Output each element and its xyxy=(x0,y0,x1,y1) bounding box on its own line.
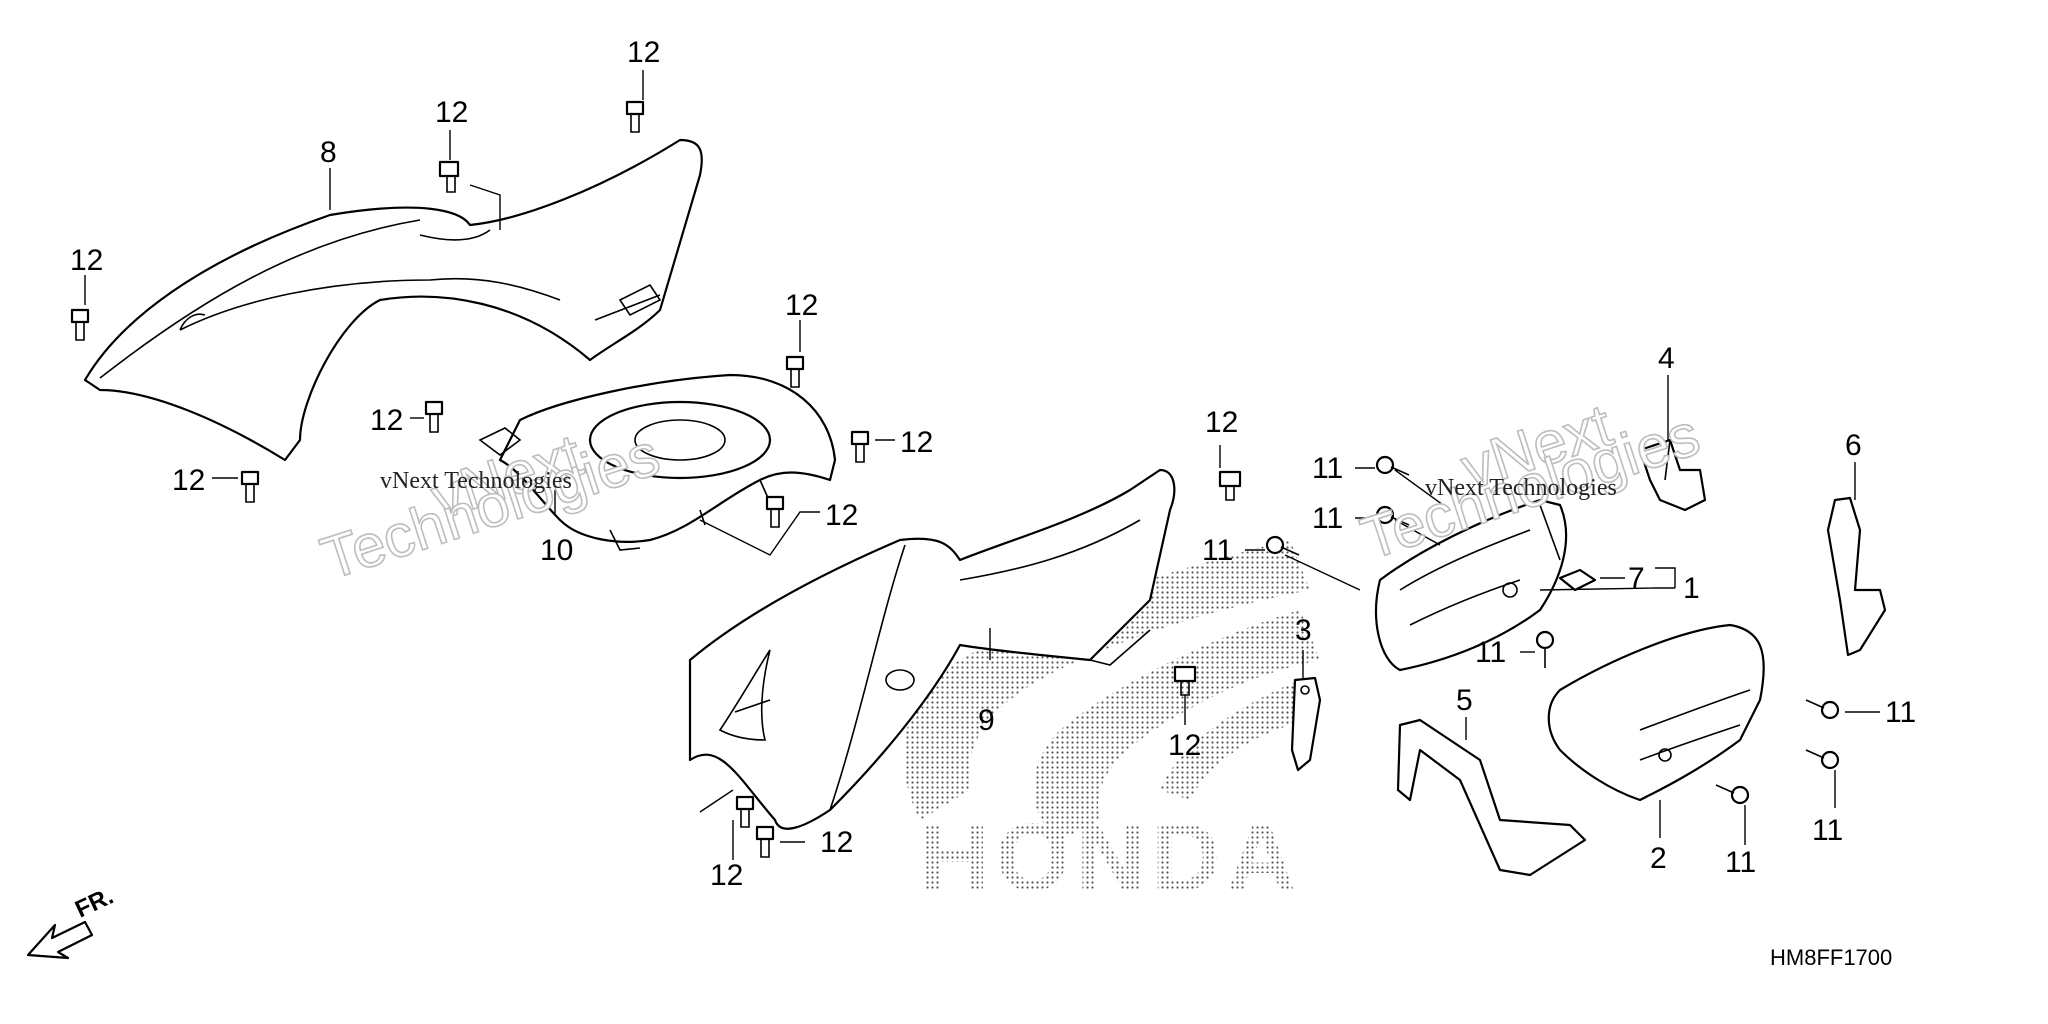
callout-12-e: 12 xyxy=(370,404,403,437)
honda-brand-mark: HONDA xyxy=(920,804,1302,911)
callout-numbers: 8 12 12 12 12 12 12 12 10 12 12 9 12 12 … xyxy=(70,36,1916,892)
front-direction-marker: FR. xyxy=(26,883,118,960)
diagram-code: HM8FF1700 xyxy=(1770,945,1892,970)
callout-12-h: 12 xyxy=(825,499,858,532)
callout-11-g: 11 xyxy=(1725,846,1756,879)
front-arrow-icon xyxy=(26,920,94,960)
callout-12-g: 12 xyxy=(900,426,933,459)
honda-wing-watermark: HONDA xyxy=(903,540,1320,911)
callout-2: 2 xyxy=(1650,842,1667,875)
callout-10: 10 xyxy=(540,534,573,567)
part-1-heat-guard xyxy=(1374,498,1568,672)
callout-12-c: 12 xyxy=(627,36,660,69)
part-4-bracket xyxy=(1638,438,1707,512)
callout-7: 7 xyxy=(1628,562,1645,595)
callout-8: 8 xyxy=(320,136,337,169)
callout-12-f: 12 xyxy=(172,464,205,497)
callout-12-j: 12 xyxy=(1168,729,1201,762)
fastener-bolts xyxy=(1265,455,1840,805)
callout-11-b: 11 xyxy=(1312,502,1343,535)
part-6-bracket xyxy=(1826,496,1887,657)
watermark-text-right: vNext Technologies xyxy=(1425,475,1617,501)
callout-1: 1 xyxy=(1683,572,1700,605)
callout-12-a: 12 xyxy=(70,244,103,277)
callout-6: 6 xyxy=(1845,429,1862,462)
callout-4: 4 xyxy=(1658,342,1675,375)
callout-12-l: 12 xyxy=(820,826,853,859)
part-2-heat-guard xyxy=(1547,623,1765,802)
watermark-text-left: vNext Technologies xyxy=(380,468,572,494)
callout-12-d: 12 xyxy=(785,289,818,322)
callout-12-k: 12 xyxy=(710,859,743,892)
part-8-side-cover xyxy=(83,138,703,462)
part-9-main-cover xyxy=(688,468,1176,830)
part-7-pad xyxy=(1558,568,1597,592)
callout-11-f: 11 xyxy=(1812,814,1843,847)
callout-3: 3 xyxy=(1295,614,1312,647)
front-marker-label: FR. xyxy=(71,883,117,924)
leader-lines xyxy=(84,70,1880,860)
part-10-tank-cover xyxy=(478,373,837,551)
callout-5: 5 xyxy=(1456,684,1473,717)
callout-9: 9 xyxy=(978,704,995,737)
fastener-clips xyxy=(70,100,1242,858)
callout-11-c: 11 xyxy=(1202,534,1233,567)
callout-11-e: 11 xyxy=(1885,696,1916,729)
callout-11-d: 11 xyxy=(1475,636,1506,669)
part-5-bracket xyxy=(1396,718,1587,877)
callout-12-b: 12 xyxy=(435,96,468,129)
callout-12-i: 12 xyxy=(1205,406,1238,439)
callout-11-a: 11 xyxy=(1312,452,1343,485)
part-3-stay xyxy=(1290,676,1322,772)
